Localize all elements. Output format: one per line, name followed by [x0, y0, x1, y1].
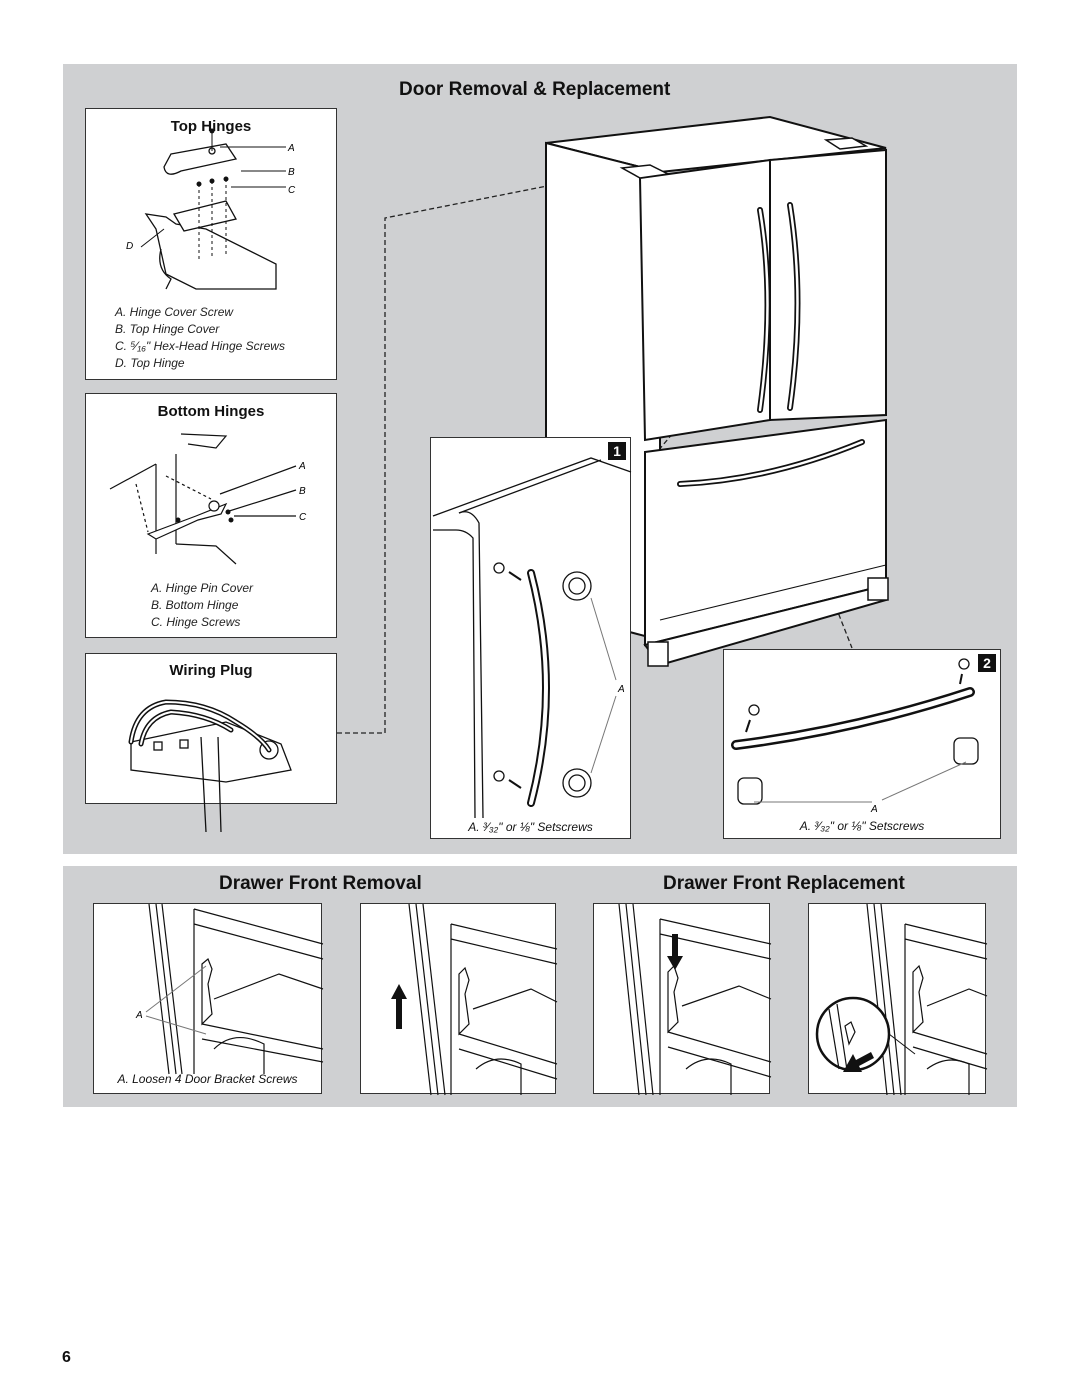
detail-2-callout-a: A — [870, 804, 878, 815]
drawer-replacement-title: Drawer Front Replacement — [663, 873, 905, 894]
detail-2-caption: A. ³⁄₃₂" or ⅛" Setscrews — [799, 819, 925, 833]
bottom-hinge-diagram: A B C — [109, 433, 307, 565]
legend-item: A. Hinge Cover Screw — [115, 305, 234, 319]
legend-item: B. Bottom Hinge — [151, 598, 239, 612]
detail-2-box: 2 A A. ³⁄₃₂" or ⅛" Setscrews — [723, 649, 1001, 839]
wiring-plug-box: Wiring Plug — [85, 653, 337, 833]
legend-item: A. Hinge Pin Cover — [151, 581, 254, 595]
detail-1-box: 1 A A. ³⁄₃₂" or ⅛" Setscrews — [430, 437, 632, 839]
bottom-hinge-callout-a: A — [298, 461, 306, 472]
detail-1-caption: A. ³⁄₃₂" or ⅛" Setscrews — [468, 820, 593, 834]
top-hinge-callout-c: C — [288, 185, 296, 196]
down-arrow-icon — [667, 934, 683, 970]
top-hinge-diagram: A B C D — [126, 128, 296, 290]
bottom-hinges-legend: A. Hinge Pin Cover B. Bottom Hinge C. Hi… — [151, 580, 253, 631]
top-hinges-box: Top Hinges A B C D A. Hinge Cover Sc — [85, 108, 337, 380]
step-2-badge: 2 — [978, 654, 996, 672]
drawer-replacement-figure-1 — [593, 903, 772, 1096]
bottom-hinges-box: Bottom Hinges A B C A. Hinge Pin Cover B… — [85, 393, 337, 638]
wiring-plug-title: Wiring Plug — [169, 662, 253, 679]
door-handle-detail: A — [432, 457, 632, 819]
drawer-lift-illustration — [391, 903, 558, 1096]
legend-item: C. ⁵⁄₁₆" Hex-Head Hinge Screws — [115, 339, 285, 353]
drawer-removal-figure-1: A A. Loosen 4 Door Bracket Screws — [93, 903, 324, 1094]
wiring-plug-diagram — [128, 699, 292, 833]
bottom-hinge-callout-b: B — [299, 486, 306, 497]
bottom-hinges-title: Bottom Hinges — [157, 403, 265, 420]
top-hinge-callout-a: A — [287, 143, 295, 154]
drawer-bracket-illustration: A — [135, 903, 324, 1075]
drawer-replacement-figure-2 — [808, 903, 988, 1096]
diagonal-arrow-icon — [843, 1052, 874, 1072]
bottom-hinge-callout-c: C — [299, 512, 307, 523]
top-hinges-title: Top Hinges — [170, 118, 252, 135]
top-hinge-callout-b: B — [288, 167, 295, 178]
drawer-removal-title: Drawer Front Removal — [219, 873, 422, 894]
legend-item: D. Top Hinge — [115, 356, 185, 370]
drawer-tighten-illustration — [815, 903, 988, 1096]
step-1-badge: 1 — [608, 442, 626, 460]
drawer-handle-detail: A — [731, 658, 979, 815]
legend-item: B. Top Hinge Cover — [115, 322, 220, 336]
up-arrow-icon — [391, 984, 407, 1029]
drawer-removal-figure-2 — [360, 903, 558, 1096]
top-hinges-legend: A. Hinge Cover Screw B. Top Hinge Cover … — [115, 304, 285, 372]
page-number: 6 — [62, 1349, 71, 1366]
door-removal-title: Door Removal & Replacement — [399, 79, 671, 100]
drawer-callout-a: A — [135, 1010, 143, 1021]
drawer-removal-caption: A. Loosen 4 Door Bracket Screws — [117, 1072, 298, 1086]
top-hinge-callout-d: D — [126, 241, 133, 252]
drawer-lower-illustration — [618, 903, 772, 1096]
detail-1-callout-a: A — [617, 684, 625, 695]
legend-item: C. Hinge Screws — [151, 615, 241, 629]
